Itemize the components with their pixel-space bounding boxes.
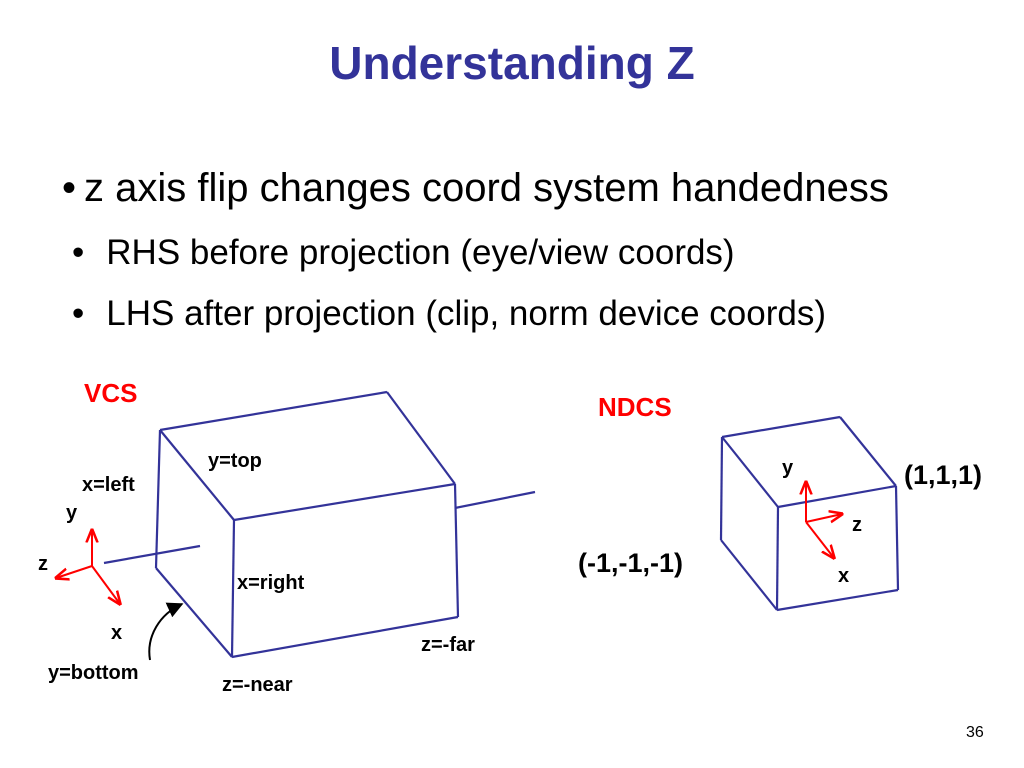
vcs-frustum [103, 390, 536, 659]
bullet-rhs: • RHS before projection (eye/view coords) [72, 233, 735, 273]
cube-front-right [894, 485, 900, 591]
x-right-label: x=right [237, 572, 305, 594]
cube-front-bottom [776, 588, 899, 612]
y-bottom-pointer-arrow [148, 602, 184, 661]
ndcs-x-axis-label: x [838, 565, 850, 587]
ndcs-x-axis-arrow [805, 521, 834, 558]
vcs-label: VCS [84, 378, 138, 408]
vcs-y-axis-label: y [66, 502, 78, 524]
bullet-glyph: • [72, 233, 85, 272]
cube-bottom-left [720, 539, 778, 611]
vcs-x-axis-label: x [111, 622, 123, 644]
z-far-label: z=-far [421, 634, 475, 656]
front-left-edge [230, 519, 236, 658]
ndcs-z-axis-arrow [805, 514, 842, 522]
cube-left-edge [719, 436, 724, 541]
front-bottom-edge [231, 615, 459, 659]
bullet-handedness: •z axis flip changes coord system handed… [62, 166, 889, 211]
page-number: 36 [966, 724, 984, 741]
ndcs-axes [806, 482, 842, 558]
front-top-edge [233, 482, 456, 522]
bullet-text: z axis flip changes coord system handedn… [84, 166, 889, 210]
far-right-edge [453, 483, 460, 618]
vcs-x-axis-arrow [91, 565, 120, 604]
cube-top-right [839, 416, 897, 487]
far-right-top-edge [386, 391, 456, 485]
view-axis-left [103, 544, 201, 565]
corner-min-label: (-1,-1,-1) [578, 548, 684, 578]
ndcs-label: NDCS [598, 392, 672, 422]
y-bottom-label: y=bottom [48, 662, 139, 684]
ndcs-cube [719, 415, 900, 612]
near-bottom-edge [155, 567, 233, 658]
bullet-lhs: • LHS after projection (clip, norm device… [72, 294, 826, 334]
cube-top-left [721, 436, 779, 508]
far-top-edge [159, 390, 388, 432]
vcs-z-axis-label: z [38, 553, 48, 575]
corner-max-label: (1,1,1) [904, 460, 983, 490]
slide-title: Understanding Z [329, 37, 695, 89]
cube-front-top [777, 484, 897, 509]
near-left-edge [154, 429, 162, 569]
ndcs-z-axis-label: z [852, 514, 862, 536]
vcs-z-axis-arrow [56, 565, 93, 578]
near-top-edge [159, 429, 235, 521]
ndcs-y-axis-label: y [782, 457, 794, 479]
bullet-text: RHS before projection (eye/view coords) [106, 233, 735, 272]
y-top-label: y=top [208, 450, 262, 472]
x-left-label: x=left [82, 474, 135, 496]
vcs-axes [56, 530, 120, 604]
bullet-glyph: • [72, 294, 85, 333]
z-near-label: z=-near [222, 674, 293, 696]
bullet-glyph: • [62, 166, 77, 210]
view-axis-right [454, 490, 536, 510]
bullet-text: LHS after projection (clip, norm device … [106, 294, 827, 333]
cube-back-top [721, 415, 841, 439]
cube-front-left [775, 506, 780, 611]
